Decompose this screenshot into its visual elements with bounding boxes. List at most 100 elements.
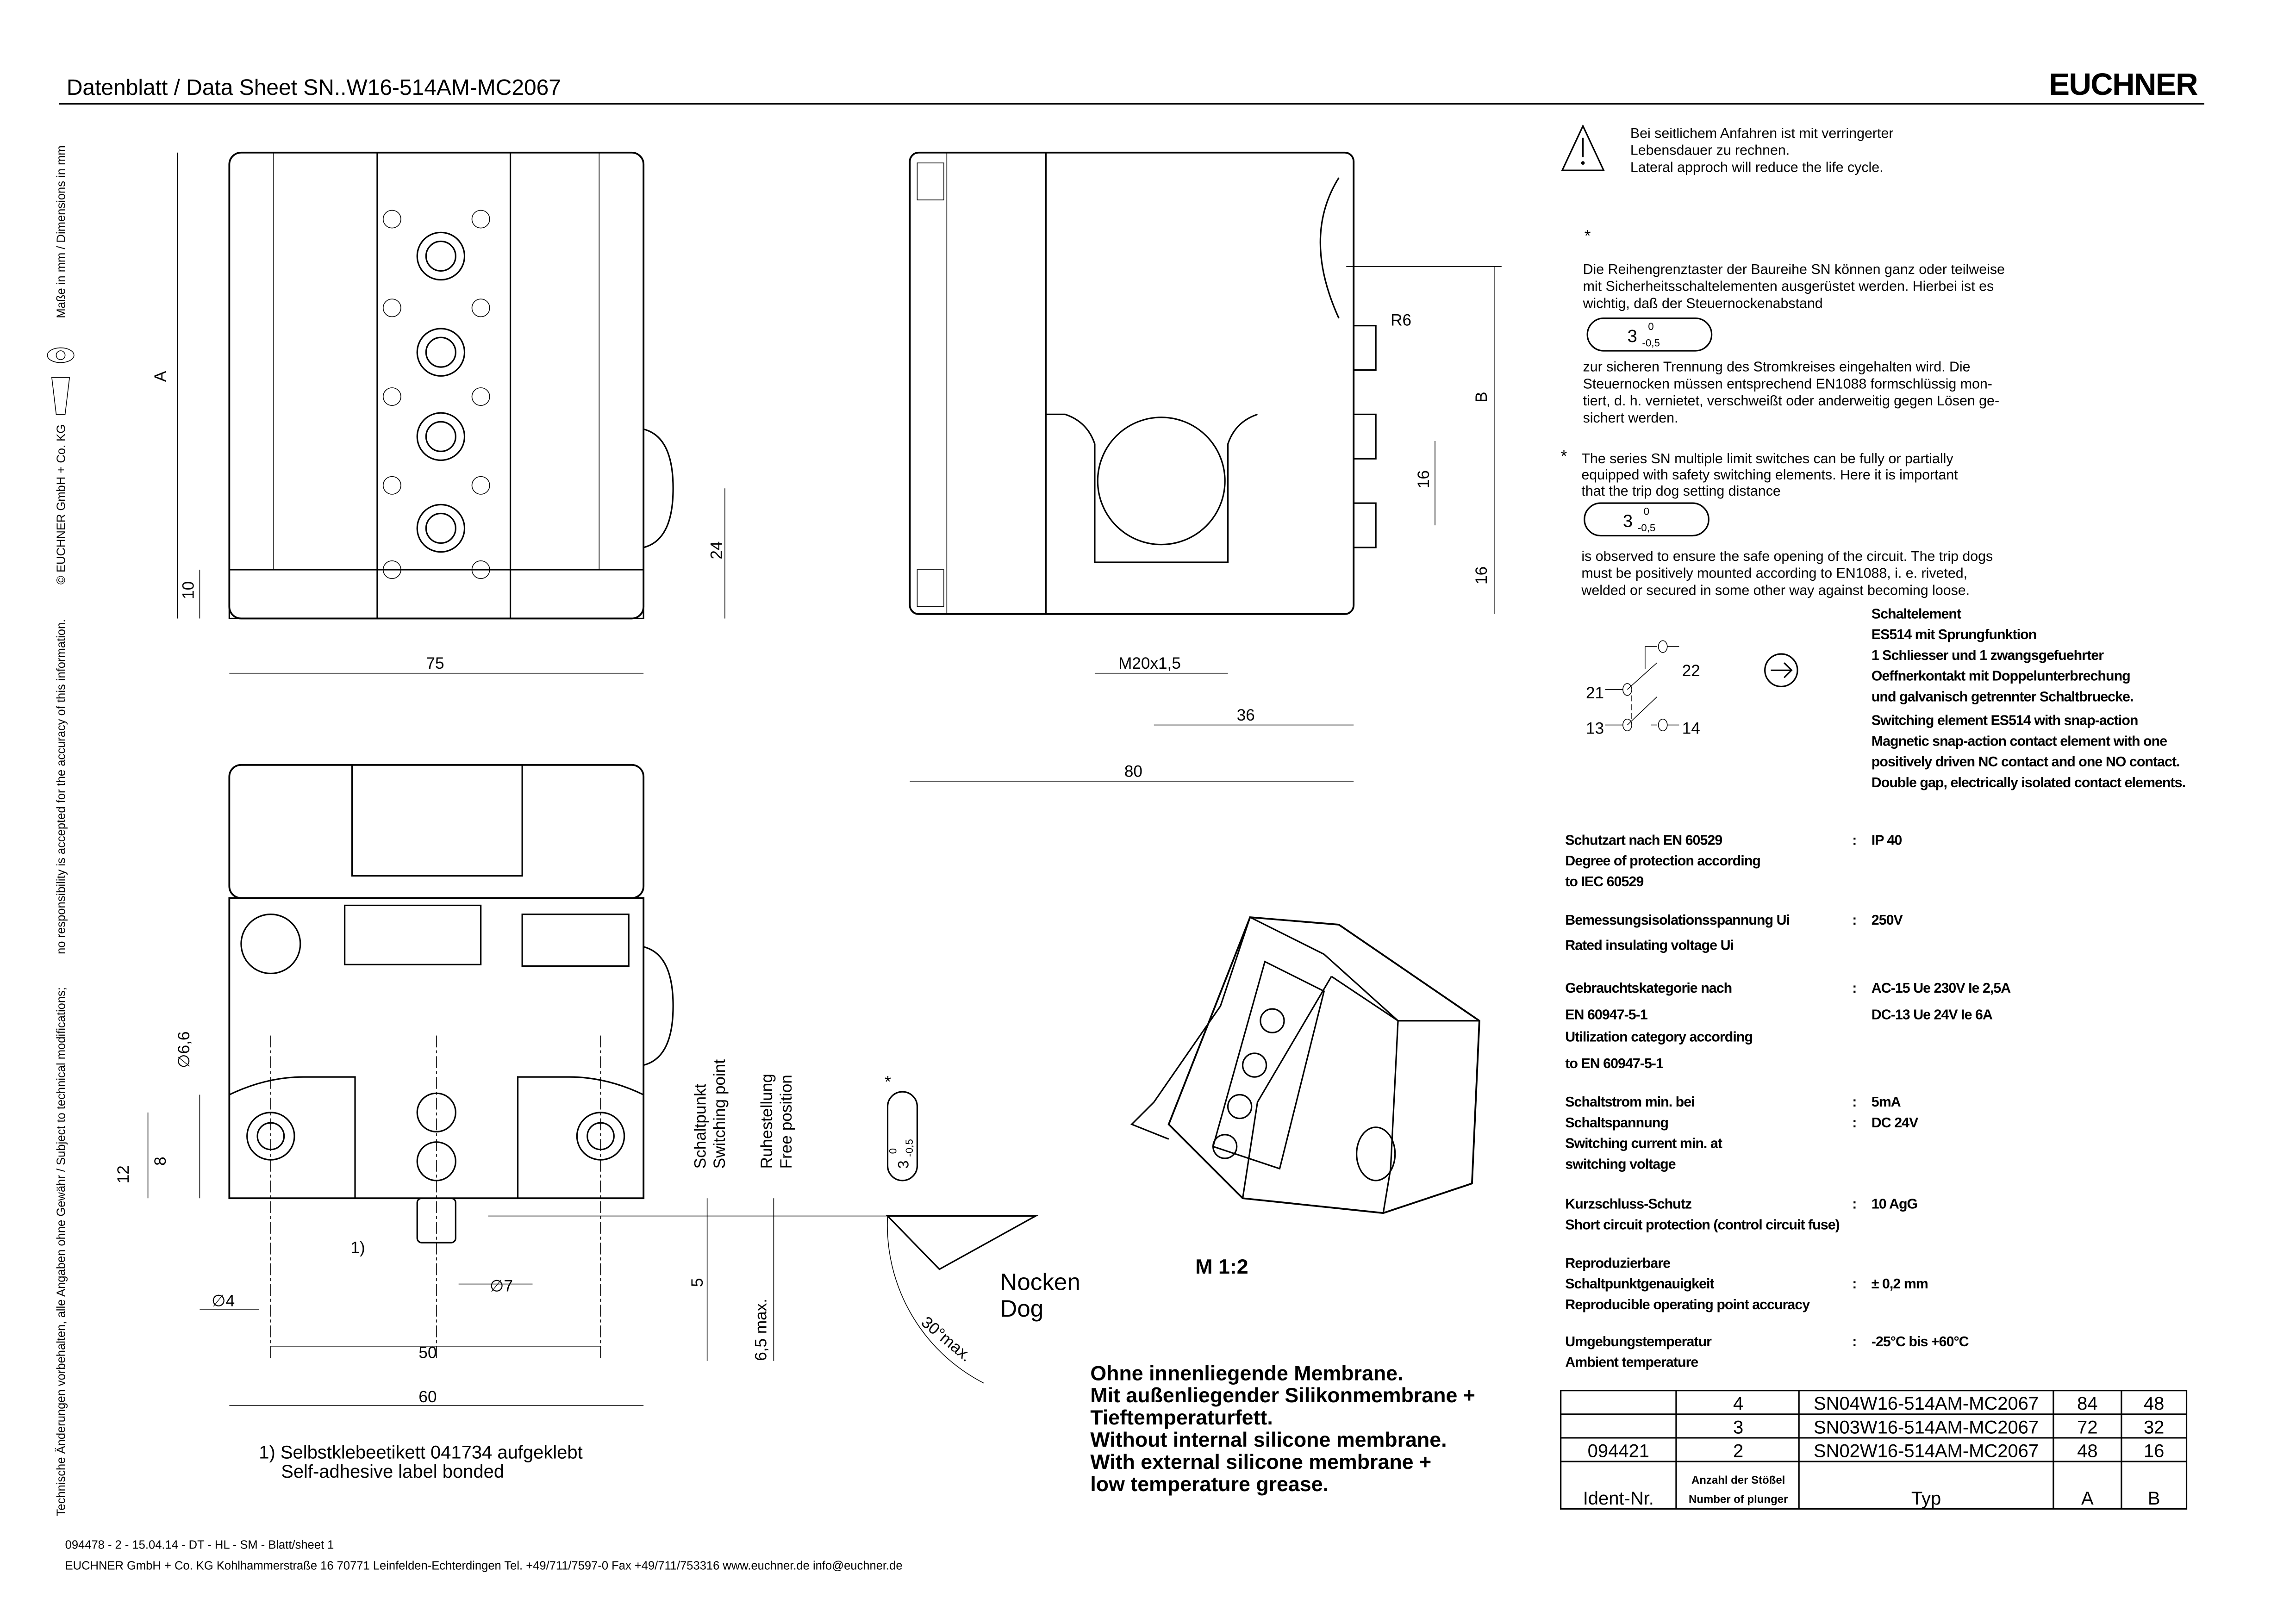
disclaimer-en: no responsibility is accepted for the ac… — [55, 619, 68, 954]
note-en-line: must be positively mounted according to … — [1581, 566, 1967, 581]
spec-label: Schaltpunktgenauigkeit — [1565, 1276, 1714, 1292]
contact-13: 13 — [1586, 720, 1604, 738]
dim-36: 36 — [1237, 706, 1255, 724]
spec-colon: : — [1852, 833, 1856, 848]
spec-label: Switching current min. at — [1565, 1136, 1722, 1151]
dim-16-base: 16 — [1472, 566, 1491, 585]
spec-value: ± 0,2 mm — [1872, 1276, 1928, 1292]
switch-line: Switching element ES514 with snap-action — [1872, 713, 2138, 728]
note-de-line: zur sicheren Trennung des Stromkreises e… — [1583, 360, 1971, 375]
note-en-line: welded or secured in some other way agai… — [1581, 583, 1970, 598]
spec-label: Reproducible operating point accuracy — [1565, 1297, 1810, 1312]
free-position-de: Ruhestellung — [758, 1074, 776, 1169]
spec-label: Schutzart nach EN 60529 — [1565, 833, 1722, 848]
spec-colon: : — [1852, 1334, 1856, 1349]
spec-label: to IEC 60529 — [1565, 874, 1643, 889]
membrane-line: Without internal silicone membrane. — [1090, 1428, 1447, 1451]
spec-label: to EN 60947-5-1 — [1565, 1056, 1664, 1071]
scale-label: M 1:2 — [1195, 1255, 1248, 1278]
header-a: A — [2081, 1488, 2094, 1509]
tolerance-box: 3 0 -0,5 — [1586, 317, 1713, 352]
header-b: B — [2148, 1488, 2160, 1509]
cell-ident: 094421 — [1588, 1441, 1649, 1461]
switch-line: Schaltelement — [1872, 606, 1961, 622]
spec-label: EN 60947-5-1 — [1565, 1007, 1648, 1023]
spec-value: -25°C bis +60°C — [1872, 1334, 1969, 1349]
cell-plungers: 4 — [1733, 1393, 1743, 1414]
note-de-line: Die Reihengrenztaster der Baureihe SN kö… — [1583, 262, 2005, 277]
dim-5: 5 — [688, 1278, 706, 1287]
spec-label: Utilization category according — [1565, 1029, 1753, 1045]
dim-phi-4: ∅4 — [212, 1292, 235, 1310]
tolerance-nominal: 3 — [1623, 511, 1633, 531]
note-en-line: is observed to ensure the safe opening o… — [1581, 549, 1993, 564]
header-plungers-en: Number of plunger — [1689, 1493, 1788, 1506]
side-view-drawing — [909, 151, 1502, 782]
units-note: Maße in mm / Dimensions in mm — [55, 145, 68, 318]
tolerance-upper: 0 — [1648, 321, 1653, 332]
table-row: 094421 2 SN02W16-514AM-MC2067 48 16 — [1588, 1441, 2165, 1461]
note-de-line: Steuernocken müssen entsprechend EN1088 … — [1583, 376, 1992, 392]
spec-value: 5mA — [1872, 1094, 1901, 1110]
switch-line: Magnetic snap-action contact element wit… — [1872, 734, 2167, 749]
spec-colon: : — [1852, 1276, 1856, 1292]
dim-24: 24 — [708, 541, 726, 560]
switch-line: 1 Schliesser und 1 zwangsgefuehrter — [1872, 648, 2104, 663]
cell-plungers: 3 — [1733, 1417, 1743, 1437]
switching-point-de: Schaltpunkt — [691, 1083, 709, 1169]
dim-50: 50 — [418, 1343, 437, 1362]
switch-line: Oeffnerkontakt mit Doppelunterbrechung — [1872, 669, 2130, 684]
dim-60: 60 — [418, 1388, 437, 1406]
projection-symbol-icon — [47, 347, 75, 415]
tolerance-capsule: * 3 0 -0,5 — [885, 1073, 918, 1181]
spec-label: Rated insulating voltage Ui — [1565, 938, 1734, 953]
cell-a: 48 — [2077, 1441, 2097, 1461]
membrane-line: Ohne innenliegende Membrane. — [1090, 1362, 1403, 1385]
dim-a: A — [151, 371, 169, 382]
spec-label: Umgebungstemperatur — [1565, 1334, 1712, 1349]
spec-label: Schaltstrom min. bei — [1565, 1094, 1694, 1110]
contact-14: 14 — [1682, 720, 1700, 738]
note-en-line: The series SN multiple limit switches ca… — [1581, 451, 1953, 466]
dog-label-en: Dog — [1000, 1295, 1043, 1322]
positive-opening-icon — [1764, 653, 1798, 688]
spec-value: 250V — [1872, 913, 1903, 928]
tolerance-star: * — [885, 1073, 891, 1091]
membrane-line: Tieftemperaturfett. — [1090, 1406, 1273, 1429]
spec-colon: : — [1852, 1115, 1856, 1131]
dim-16-plunger: 16 — [1415, 470, 1433, 488]
spec-value: DC-13 Ue 24V Ie 6A — [1872, 1007, 1993, 1023]
spec-label: Short circuit protection (control circui… — [1565, 1217, 1840, 1232]
note-de-line: wichtig, daß der Steuernockenabstand — [1583, 296, 1823, 311]
cell-type: SN03W16-514AM-MC2067 — [1814, 1417, 2039, 1437]
dim-12: 12 — [114, 1165, 132, 1183]
switch-element-text: Schaltelement ES514 mit Sprungfunktion 1… — [1872, 606, 2186, 790]
spec-value: DC 24V — [1872, 1115, 1919, 1131]
switch-line: ES514 mit Sprungfunktion — [1872, 627, 2037, 642]
cell-type: SN02W16-514AM-MC2067 — [1814, 1441, 2039, 1461]
euchner-logo: EUCHNER — [2049, 67, 2198, 102]
company-address: EUCHNER GmbH + Co. KG Kohlhammerstraße 1… — [65, 1559, 903, 1572]
note-star-en: * — [1561, 448, 1567, 466]
copyright: © EUCHNER GmbH + Co. KG — [55, 424, 68, 585]
spec-label: Degree of protection according — [1565, 853, 1760, 869]
spec-colon: : — [1852, 913, 1856, 928]
contact-22: 22 — [1682, 662, 1700, 680]
spec-label: Kurzschluss-Schutz — [1565, 1197, 1692, 1212]
cell-a: 72 — [2077, 1417, 2097, 1437]
contact-21: 21 — [1586, 684, 1604, 702]
side-margin: Technische Änderungen vorbehalten, alle … — [55, 145, 68, 1516]
tolerance-upper: 0 — [1644, 506, 1649, 517]
footnote-de: 1) Selbstklebeetikett 041734 aufgeklebt — [259, 1443, 582, 1463]
disclaimer-de: Technische Änderungen vorbehalten, alle … — [55, 987, 68, 1516]
spec-label: Gebrauchtskategorie nach — [1565, 981, 1732, 996]
spec-value: AC-15 Ue 230V Ie 2,5A — [1872, 981, 2011, 996]
dim-r6: R6 — [1391, 311, 1411, 330]
dim-80: 80 — [1124, 762, 1142, 780]
warning-line-3: Lateral approch will reduce the life cyc… — [1630, 160, 1884, 175]
note-star: * — [1585, 227, 1591, 245]
cell-plungers: 2 — [1733, 1441, 1743, 1461]
note-en-line: equipped with safety switching elements.… — [1581, 467, 1958, 483]
spec-colon: : — [1852, 981, 1856, 996]
